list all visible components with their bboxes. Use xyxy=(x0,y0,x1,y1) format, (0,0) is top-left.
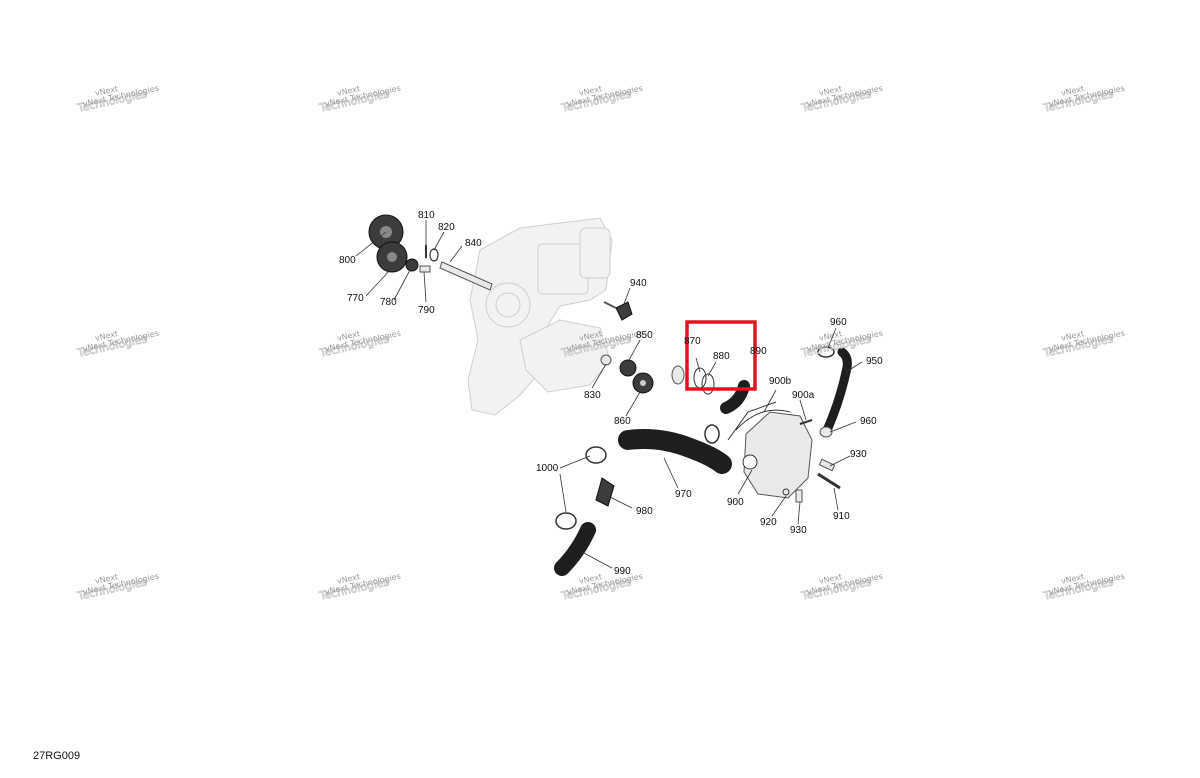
watermark: vNext Technologies vNext Technologies xyxy=(75,84,160,116)
callout-990: 990 xyxy=(614,566,631,577)
bolt-790-icon xyxy=(419,265,431,273)
bolt-930-top-icon xyxy=(818,458,836,472)
watermark: vNext Technologies vNext Technologies xyxy=(799,84,884,116)
callout-970: 970 xyxy=(675,489,692,500)
callout-800: 800 xyxy=(339,255,356,266)
watermark: vNext Technologies vNext Technologies xyxy=(1041,572,1126,604)
watermark: vNext Technologies vNext Technologies xyxy=(799,572,884,604)
washer-920-icon xyxy=(782,488,790,496)
callout-840: 840 xyxy=(465,238,482,249)
watermark: vNext Technologies vNext Technologies xyxy=(317,329,402,361)
callout-820: 820 xyxy=(438,222,455,233)
hose-970-icon xyxy=(618,429,732,474)
gasket-900b-icon xyxy=(735,409,791,431)
callout-830: 830 xyxy=(584,390,601,401)
clamp-960-bottom-icon xyxy=(819,426,833,438)
callout-960-bottom: 960 xyxy=(860,416,877,427)
seal-870-icon xyxy=(671,365,685,385)
callout-1000: 1000 xyxy=(536,463,559,474)
watermark: vNext Technologies vNext Technologies xyxy=(1041,329,1126,361)
callout-790: 790 xyxy=(418,305,435,316)
clamp-970-right-icon xyxy=(704,424,720,444)
figure-code: 27RG009 xyxy=(33,750,81,762)
watermark: vNext Technologies vNext Technologies xyxy=(317,572,402,604)
pin-900a-icon xyxy=(799,419,813,425)
callout-780: 780 xyxy=(380,297,397,308)
callout-900a: 900a xyxy=(792,390,815,401)
callout-870: 870 xyxy=(684,336,701,347)
seal-830-icon xyxy=(600,354,612,366)
bolt-910-icon xyxy=(817,472,841,490)
callout-770: 770 xyxy=(347,293,364,304)
hose-950-icon xyxy=(823,347,852,433)
callout-930-bottom: 930 xyxy=(790,525,807,536)
pump-housing-900-icon xyxy=(727,401,813,499)
callout-890: 890 xyxy=(750,346,767,357)
callout-910: 910 xyxy=(833,511,850,522)
callout-950: 950 xyxy=(866,356,883,367)
bearing-780-icon xyxy=(405,258,419,272)
engine-cover-ghost xyxy=(467,217,613,416)
clamp-960-top-icon xyxy=(817,346,835,358)
watermark: vNext Technologies vNext Technologies xyxy=(75,329,160,361)
watermark: vNext Technologies vNext Technologies xyxy=(1041,84,1126,116)
clamp-1000-top-icon xyxy=(585,446,607,464)
callout-930-top: 930 xyxy=(850,449,867,460)
ring-850-icon xyxy=(619,359,637,377)
callout-880: 880 xyxy=(713,351,730,362)
callout-860: 860 xyxy=(614,416,631,427)
fitting-980-icon xyxy=(595,477,615,507)
shaft-840-icon xyxy=(439,261,493,291)
bolt-930-bottom-icon xyxy=(795,489,803,503)
callout-940: 940 xyxy=(630,278,647,289)
sensor-940-icon xyxy=(603,301,633,321)
watermark: vNext Technologies vNext Technologies xyxy=(75,572,160,604)
callout-850: 850 xyxy=(636,330,653,341)
callout-920: 920 xyxy=(760,517,777,528)
callout-810: 810 xyxy=(418,210,435,221)
clamp-1000-bottom-icon xyxy=(555,512,577,530)
highlight-box xyxy=(685,320,757,391)
leader-lines xyxy=(355,220,863,569)
callouts: 800 810 820 840 770 780 790 940 850 870 … xyxy=(339,210,883,577)
hose-990-icon xyxy=(554,522,596,576)
watermark: vNext Technologies vNext Technologies xyxy=(317,84,402,116)
gear-770-icon xyxy=(376,241,408,273)
watermark: vNext Technologies vNext Technologies xyxy=(559,84,644,116)
callout-980: 980 xyxy=(636,506,653,517)
impeller-860-icon xyxy=(632,372,654,394)
ring-820-icon xyxy=(429,248,439,262)
callout-900: 900 xyxy=(727,497,744,508)
callout-960-top: 960 xyxy=(830,317,847,328)
watermarks: vNext Technologies vNext Technologies vN… xyxy=(75,84,1126,604)
callout-900b: 900b xyxy=(769,376,792,387)
